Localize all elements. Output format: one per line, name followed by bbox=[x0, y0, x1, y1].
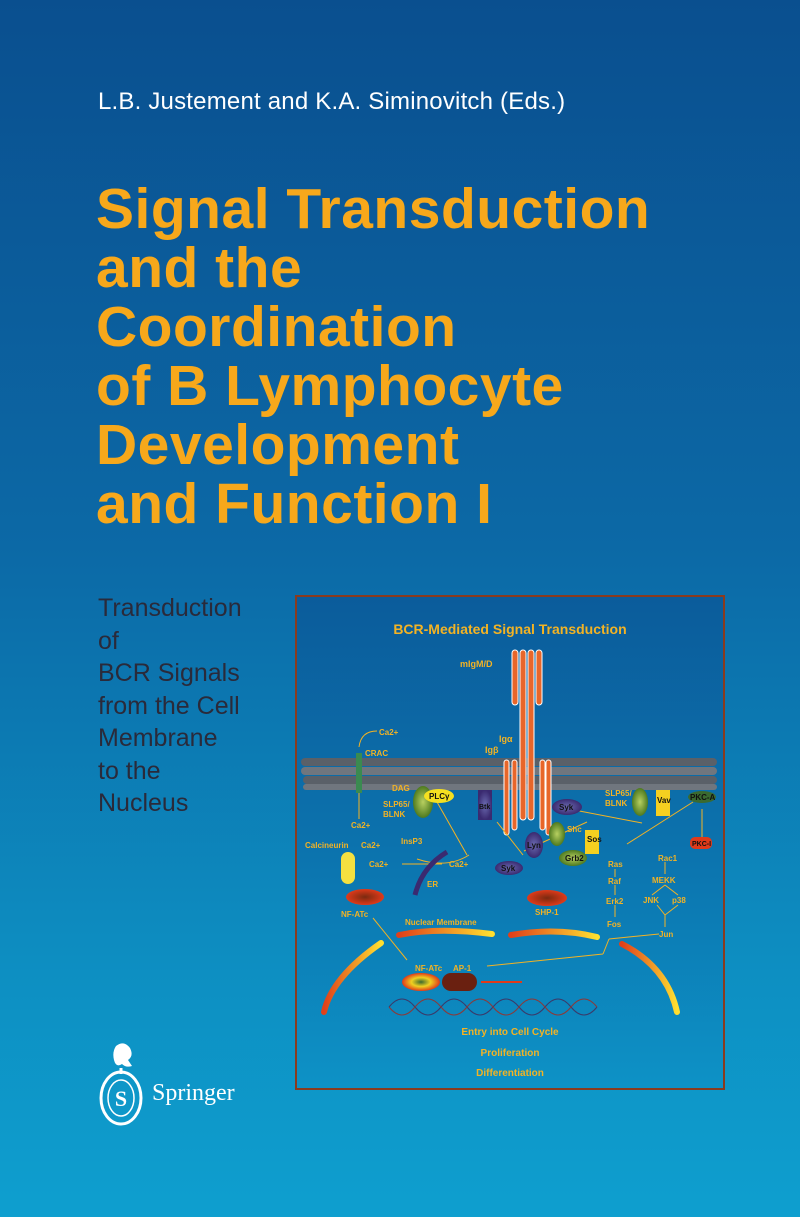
editors: L.B. Justement and K.A. Siminovitch (Eds… bbox=[98, 88, 566, 115]
label-plcg: PLCγ bbox=[429, 792, 450, 801]
grb2-molecule bbox=[559, 850, 587, 866]
book-subtitle: Transduction of BCR Signals from the Cel… bbox=[98, 592, 242, 820]
title-line: and Function I bbox=[96, 472, 493, 536]
label-igb: Igβ bbox=[485, 745, 499, 755]
btk-molecule bbox=[478, 790, 492, 820]
svg-text:S: S bbox=[115, 1086, 127, 1111]
label-er: ER bbox=[427, 880, 438, 889]
syk-bottom-molecule bbox=[495, 861, 523, 875]
label-btk: Btk bbox=[479, 804, 490, 811]
springer-knight-logo: S bbox=[99, 1043, 143, 1126]
title-line: Development bbox=[96, 413, 460, 477]
crac-channel bbox=[356, 753, 362, 793]
label-calcineurin: Calcineurin bbox=[305, 841, 349, 850]
shc-molecule bbox=[549, 822, 565, 846]
diagram-title: BCR-Mediated Signal Transduction bbox=[393, 621, 626, 637]
title-line: Signal Transduction bbox=[96, 177, 651, 241]
label-mekk: MEKK bbox=[652, 876, 676, 885]
nfatc-molecule bbox=[346, 889, 384, 905]
title-line: of B Lymphocyte bbox=[96, 354, 564, 418]
label-jnk: JNK bbox=[643, 896, 659, 905]
er-membrane bbox=[412, 849, 449, 896]
subtitle-line: Nucleus bbox=[98, 789, 189, 817]
nfatc-nuclear-molecule bbox=[402, 973, 440, 991]
calcineurin-molecule bbox=[341, 852, 355, 884]
dna-strand bbox=[388, 998, 598, 1016]
subtitle-line: from the Cell bbox=[98, 691, 240, 720]
label-p38: p38 bbox=[672, 896, 686, 905]
title-line: Coordination bbox=[96, 295, 457, 359]
publisher-name: Springer bbox=[152, 1080, 235, 1106]
slp65-right-molecule bbox=[632, 788, 648, 816]
label-slp65-right: SLP65/ bbox=[605, 789, 632, 798]
pkca-molecule bbox=[688, 791, 716, 803]
cell-membrane bbox=[301, 758, 717, 790]
sos-molecule bbox=[585, 830, 599, 854]
vav-molecule bbox=[656, 790, 670, 816]
title-line: and the bbox=[96, 236, 303, 300]
label-iga: Igα bbox=[499, 734, 513, 744]
label-insp3: InsP3 bbox=[401, 837, 423, 846]
label-ca-er-right: Ca2+ bbox=[449, 860, 469, 869]
signal-transduction-diagram: BCR-Mediated Signal Transduction bbox=[295, 595, 725, 1090]
label-syk-bottom: Syk bbox=[501, 864, 516, 873]
label-nfatc-nuclear: NF-ATc bbox=[415, 964, 443, 973]
label-shc: Shc bbox=[567, 825, 582, 834]
label-erk2: Erk2 bbox=[606, 897, 624, 906]
diagram-graphic: BCR-Mediated Signal Transduction bbox=[301, 621, 717, 1079]
label-vav: Vav bbox=[657, 796, 671, 805]
label-slp65: SLP65/ bbox=[383, 800, 410, 809]
bcr-receptor bbox=[503, 649, 552, 836]
label-sos: Sos bbox=[587, 835, 602, 844]
label-pkci: PKC-I bbox=[692, 841, 711, 848]
label-ap1: AP-1 bbox=[453, 964, 472, 973]
label-ras: Ras bbox=[608, 860, 623, 869]
label-ca-mid: Ca2+ bbox=[351, 821, 371, 830]
label-pkca: PKC-A bbox=[690, 793, 716, 802]
pkci-molecule bbox=[690, 837, 712, 849]
label-crac: CRAC bbox=[365, 749, 388, 758]
nuclear-membrane-right bbox=[508, 928, 600, 940]
syk-molecule bbox=[552, 799, 582, 815]
label-ca-er-left: Ca2+ bbox=[369, 860, 389, 869]
label-grb2: Grb2 bbox=[565, 854, 584, 863]
book-title: Signal Transduction and the Coordination… bbox=[96, 180, 650, 534]
label-lyn: Lyn bbox=[527, 841, 541, 850]
label-nfatc: NF-ATc bbox=[341, 910, 369, 919]
subtitle-line: of bbox=[98, 626, 119, 655]
label-syk: Syk bbox=[559, 803, 574, 812]
nuclear-envelope-left bbox=[321, 940, 384, 1015]
label-blnk-right: BLNK bbox=[605, 799, 627, 808]
label-dag: DAG bbox=[392, 784, 410, 793]
subtitle-line: Transduction bbox=[98, 594, 242, 622]
outcome-proliferation: Proliferation bbox=[481, 1048, 540, 1059]
label-migm: mIgM/D bbox=[460, 659, 493, 669]
lyn-molecule bbox=[525, 832, 543, 858]
subtitle-line: Membrane bbox=[98, 724, 218, 752]
label-fos: Fos bbox=[607, 920, 622, 929]
label-ca-calcineurin: Ca2+ bbox=[361, 841, 381, 850]
outcome-cell-cycle: Entry into Cell Cycle bbox=[461, 1027, 559, 1038]
nuclear-envelope-right bbox=[619, 941, 680, 1015]
nuclear-membrane-left bbox=[396, 927, 495, 938]
subtitle-line: BCR Signals bbox=[98, 659, 240, 687]
ap1-molecule bbox=[442, 973, 477, 991]
subtitle-line: to the bbox=[98, 756, 161, 785]
label-shp1: SHP-1 bbox=[535, 908, 559, 917]
label-rac1: Rac1 bbox=[658, 854, 678, 863]
label-nuclear-membrane: Nuclear Membrane bbox=[405, 918, 477, 927]
label-blnk: BLNK bbox=[383, 810, 405, 819]
label-raf: Raf bbox=[608, 877, 621, 886]
label-jun: Jun bbox=[659, 930, 673, 939]
outcome-differentiation: Differentiation bbox=[476, 1068, 544, 1079]
plcg-molecule bbox=[424, 789, 454, 803]
label-ca: Ca2+ bbox=[379, 728, 399, 737]
shp1-molecule bbox=[527, 890, 567, 906]
